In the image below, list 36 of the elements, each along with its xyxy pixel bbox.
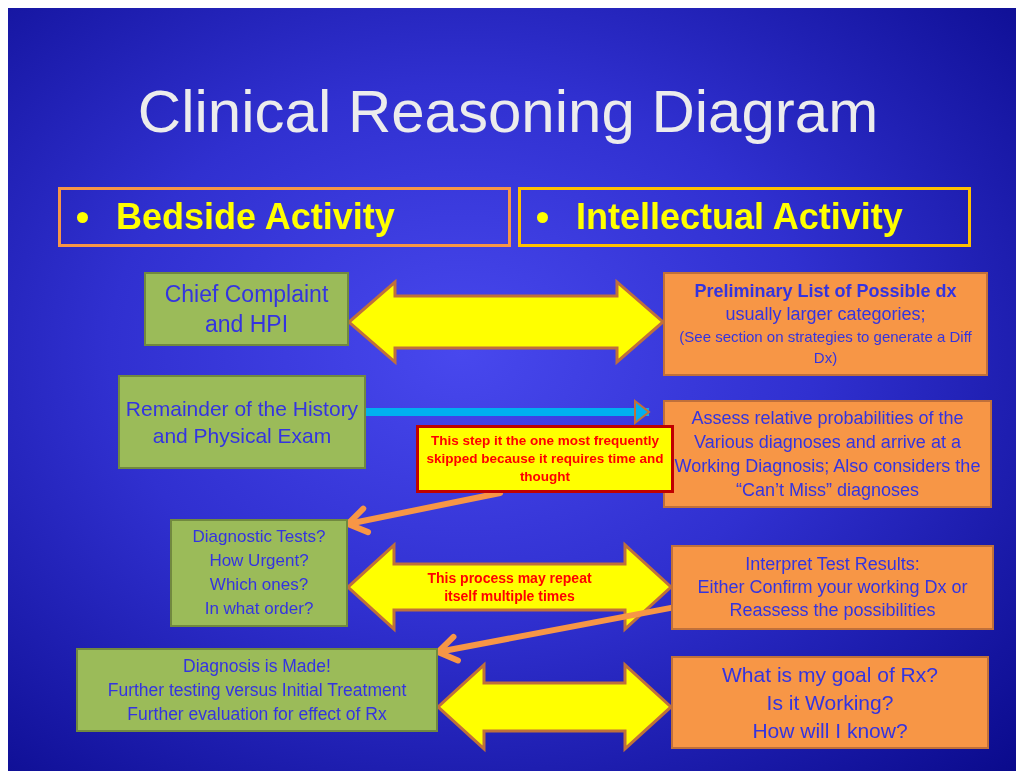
- node-text: In what order?: [203, 598, 315, 620]
- column-header: [518, 187, 971, 247]
- column-header: [58, 187, 511, 247]
- node-text: Chief Complaint and HPI: [163, 280, 330, 339]
- node-text: Interpret Test Results:: [744, 553, 921, 576]
- node-text: (See section on strategies to generate a Diff Dx): [678, 327, 973, 368]
- node-text: Further testing versus Initial Treatment: [106, 679, 408, 702]
- node-text: How will I know?: [751, 717, 909, 744]
- process-box: [663, 400, 992, 508]
- node-text: Assess relative probabilities of the Various diagnoses and arrive at a Working Diagnosis; Also considers the “Can’t Miss” diagnoses: [673, 407, 982, 502]
- node-text: Is it Working?: [765, 689, 895, 716]
- header-text: Bedside Activity: [116, 197, 395, 237]
- node-text: This step it the one most frequently skipped because it requires time and thought: [425, 432, 665, 486]
- node-text: Preliminary List of Possible dx: [693, 280, 958, 303]
- process-box: [663, 272, 988, 376]
- process-box: [170, 519, 348, 627]
- process-box: [671, 545, 994, 630]
- arrow: [366, 400, 650, 424]
- title: Clinical Reasoning Diagram: [136, 77, 880, 147]
- node-text: Further evaluation for effect of Rx: [126, 703, 388, 726]
- process-box: [144, 272, 349, 346]
- note-box: [416, 425, 674, 493]
- node-text: Remainder of the History and Physical Exam: [124, 396, 360, 449]
- node-text: What is my goal of Rx?: [721, 661, 939, 688]
- process-box: [118, 375, 366, 469]
- node-text: Diagnostic Tests?: [191, 526, 327, 548]
- process-box: [76, 648, 438, 732]
- double-arrow: [346, 278, 666, 366]
- header-text: Intellectual Activity: [576, 197, 903, 237]
- node-text: Which ones?: [208, 574, 310, 596]
- process-box: [671, 656, 989, 749]
- node-text: usually larger categories;: [724, 303, 927, 326]
- double-arrow: [435, 661, 674, 753]
- node-text: Diagnosis is Made!: [182, 655, 332, 678]
- node-text: Either Confirm your working Dx or Reassess the possibilities: [696, 576, 969, 622]
- node-text: How Urgent?: [208, 550, 310, 572]
